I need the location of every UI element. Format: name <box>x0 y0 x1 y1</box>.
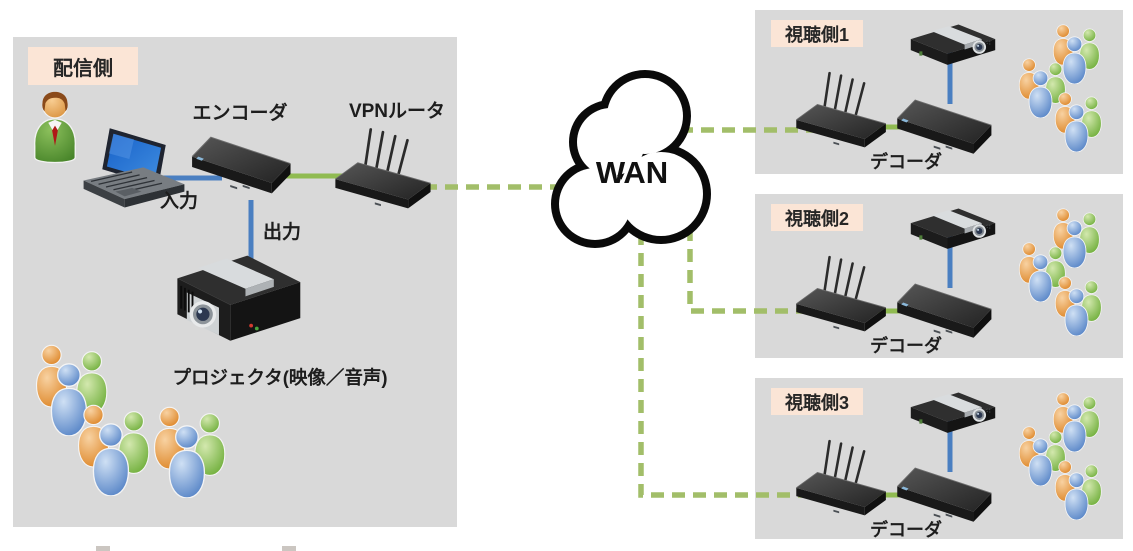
vpn-router-icon <box>334 124 436 209</box>
viewer1-router-icon <box>795 68 891 148</box>
projector-label: プロジェクタ(映像／音声) <box>172 367 388 388</box>
cropped-text-fragment <box>282 546 296 551</box>
viewer3-router-icon <box>795 436 891 516</box>
input-label: 入力 <box>159 191 198 212</box>
encoder-label: エンコーダ <box>192 103 288 124</box>
viewer3-panel-label: 視聴側3 <box>771 388 863 415</box>
presenter-icon <box>26 90 84 169</box>
viewer2-router-icon <box>795 252 891 332</box>
encoder-icon <box>190 133 294 199</box>
viewer3-decoder-label: デコーダ <box>870 520 942 540</box>
viewer2-panel-label: 視聴側2 <box>771 204 863 231</box>
viewer1-audience-icon <box>1013 24 1117 156</box>
viewer3-audience-icon <box>1013 392 1117 524</box>
wan-label: WAN <box>595 155 669 190</box>
vpn-router-label: VPNルータ <box>348 101 446 122</box>
viewer2-decoder-label: デコーダ <box>870 336 942 356</box>
output-label: 出力 <box>262 222 301 243</box>
viewer1-decoder-label: デコーダ <box>870 152 942 172</box>
viewer1-panel-label: 視聴側1 <box>771 20 863 47</box>
cropped-text-fragment <box>96 546 110 551</box>
viewer1-projector-icon <box>907 22 999 74</box>
viewer2-audience-icon <box>1013 208 1117 340</box>
viewer3-projector-icon <box>907 390 999 442</box>
distribution-panel-label: 配信側 <box>28 47 138 85</box>
viewer2-projector-icon <box>907 206 999 258</box>
projector-icon <box>160 250 312 354</box>
